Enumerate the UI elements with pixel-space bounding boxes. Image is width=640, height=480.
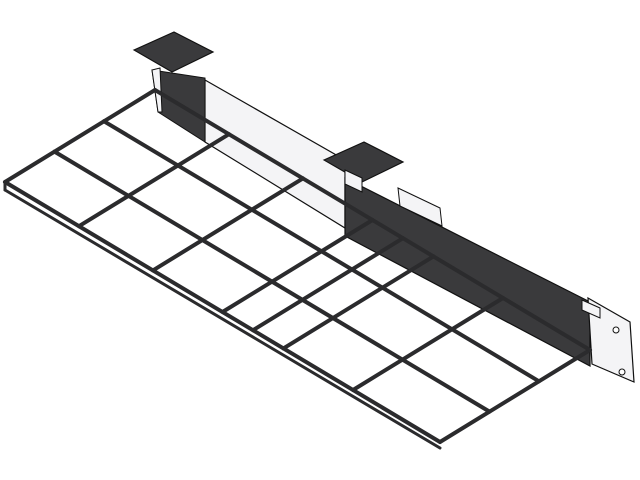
back-rim-wire bbox=[153, 88, 592, 352]
mounting-rail bbox=[132, 31, 635, 383]
wire-grid-basket bbox=[3, 88, 592, 450]
end-plate-hole bbox=[618, 368, 626, 376]
clip-bracket bbox=[581, 299, 601, 319]
end-plate bbox=[587, 296, 635, 383]
mounting-plate-left bbox=[132, 31, 215, 73]
cross-wire bbox=[250, 236, 405, 333]
clip-bracket bbox=[397, 187, 443, 227]
cross-wire bbox=[150, 176, 305, 273]
cross-wire bbox=[76, 132, 231, 229]
rail-dark-section bbox=[344, 177, 591, 367]
cross-wire bbox=[3, 88, 157, 184]
longitudinal-wire bbox=[102, 119, 541, 384]
end-plate-hole bbox=[612, 326, 620, 334]
post-right bbox=[344, 169, 363, 193]
cross-wire bbox=[281, 254, 436, 351]
cross-wire bbox=[438, 348, 592, 444]
front-rim-wire bbox=[3, 180, 442, 444]
cross-wire bbox=[351, 296, 505, 392]
front-lip-wire bbox=[3, 188, 442, 450]
longitudinal-wire bbox=[52, 149, 492, 414]
cross-wire bbox=[220, 218, 375, 314]
rail-white-section bbox=[204, 78, 346, 230]
